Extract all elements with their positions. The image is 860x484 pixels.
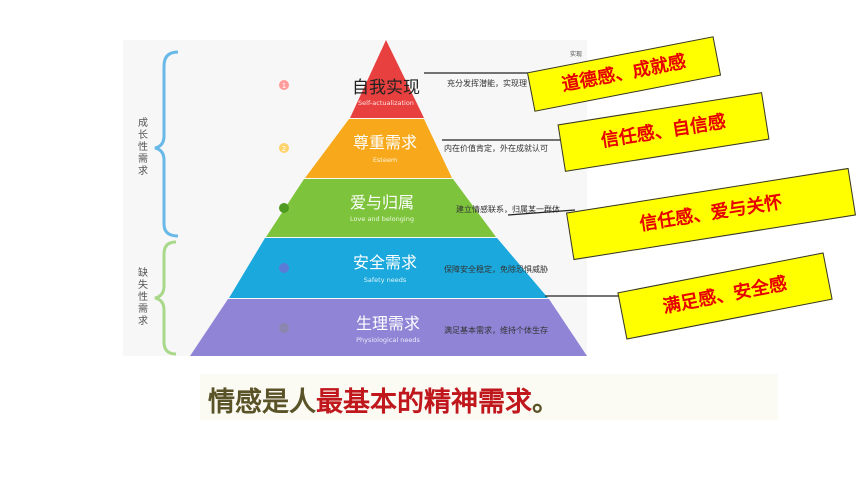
- level-1-subtitle: Self-actualization: [358, 99, 414, 107]
- deficiency-needs-label: 缺失性需求: [138, 268, 148, 327]
- deficiency-bracket: [154, 240, 177, 356]
- level-3-underline: [507, 209, 576, 216]
- level-1-title: 自我实现: [352, 78, 420, 98]
- level-2-description: 内在价值肯定，外在成就认可: [444, 143, 548, 153]
- conclusion-part-2: 最基本的精神需求: [316, 387, 532, 418]
- top-note: 实现: [570, 50, 582, 58]
- conclusion-part-1: 情感是人: [208, 387, 316, 418]
- conclusion-banner: 情感是人最基本的精神需求。: [200, 374, 778, 420]
- level-5-description: 满足基本需求，维持个体生存: [444, 325, 548, 335]
- level-2-marker: [279, 143, 289, 153]
- level-2-title: 尊重需求: [353, 133, 417, 152]
- level-4-marker: [279, 263, 289, 273]
- level-2-band: [305, 119, 452, 178]
- level-3-title: 爱与归属: [350, 193, 414, 212]
- level-2-number: 2: [282, 145, 286, 153]
- level-4-band: [229, 238, 548, 298]
- conclusion-text: 情感是人最基本的精神需求。: [208, 380, 559, 419]
- level-5-marker: [279, 323, 289, 333]
- level-1-marker: [279, 80, 289, 90]
- level-4-title: 安全需求: [353, 253, 417, 272]
- level-1-number: 1: [282, 82, 286, 90]
- level-5-title: 生理需求: [356, 314, 420, 333]
- level-1-band: [350, 40, 424, 118]
- level-5-band: [190, 299, 587, 356]
- level-3-description: 建立情感联系，归属某一群体: [456, 204, 560, 214]
- level-5-subtitle: Physiological needs: [356, 336, 420, 344]
- level-3-marker: [279, 203, 289, 213]
- level-2-subtitle: Esteem: [373, 156, 397, 164]
- level-3-band: [266, 179, 496, 237]
- level-4-subtitle: Safety needs: [364, 276, 407, 284]
- conclusion-part-3: 。: [532, 387, 559, 418]
- growth-needs-label: 成长性需求: [138, 118, 148, 177]
- level-3-subtitle: Love and belonging: [350, 215, 414, 223]
- level-1-description: 充分发挥潜能，实现理: [447, 78, 527, 88]
- level-4-description: 保障安全稳定，免除恐惧威胁: [444, 264, 548, 274]
- growth-bracket: [154, 50, 179, 238]
